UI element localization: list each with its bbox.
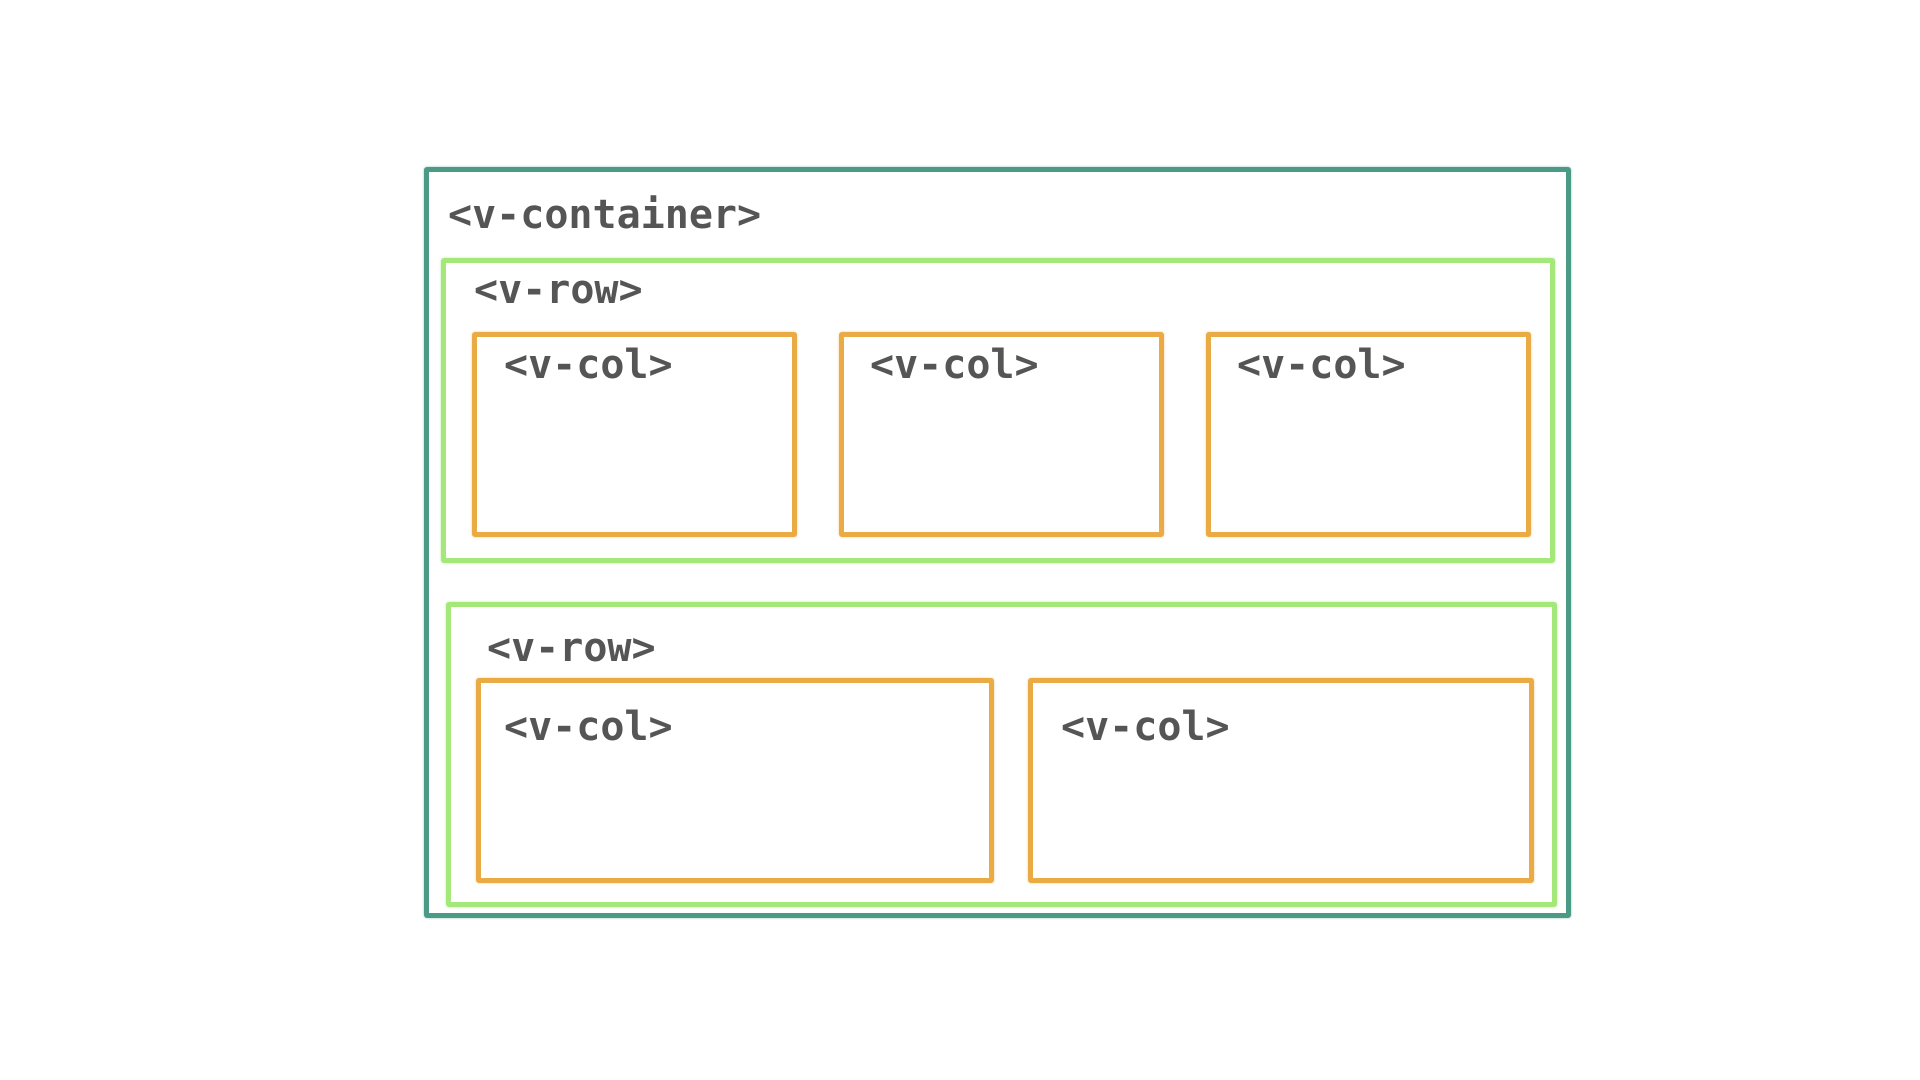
v-row-box-2 <box>446 602 1557 907</box>
v-col-box-2-2 <box>1028 678 1534 883</box>
v-col-box-2-1 <box>476 678 994 883</box>
v-container-box <box>424 167 1571 918</box>
v-row-label-2: <v-row> <box>487 625 656 671</box>
v-col-label-2-2: <v-col> <box>1061 704 1230 750</box>
v-col-label-1-2: <v-col> <box>870 342 1039 388</box>
v-container-label: <v-container> <box>448 192 762 238</box>
v-row-box-1 <box>441 258 1555 563</box>
v-col-box-1-3 <box>1206 332 1531 537</box>
v-col-box-1-2 <box>839 332 1164 537</box>
v-col-label-1-1: <v-col> <box>504 342 673 388</box>
v-row-label-1: <v-row> <box>474 267 643 313</box>
v-col-label-1-3: <v-col> <box>1237 342 1406 388</box>
v-col-label-2-1: <v-col> <box>504 704 673 750</box>
v-col-box-1-1 <box>472 332 797 537</box>
